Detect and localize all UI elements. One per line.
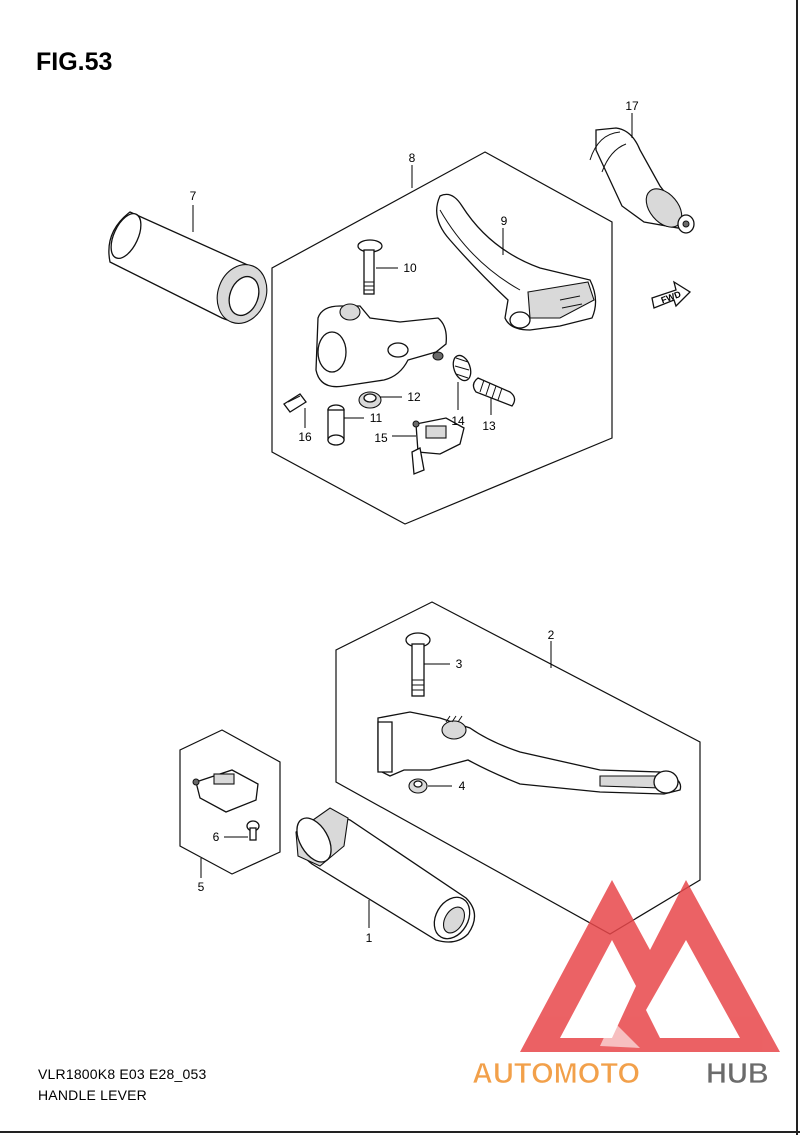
callout-12: 12 — [407, 390, 421, 404]
watermark-triangle-icon — [520, 880, 780, 1052]
callout-17: 17 — [625, 99, 639, 113]
part-9-clutch-lever — [436, 193, 597, 331]
part-11-collar — [327, 404, 345, 446]
callout-7: 7 — [190, 189, 197, 203]
callout-9: 9 — [501, 214, 508, 228]
group-outline-5 — [179, 729, 281, 875]
callout-10: 10 — [403, 261, 417, 275]
part-4-nut — [408, 778, 428, 794]
page-border-bottom — [0, 1131, 800, 1133]
callout-15: 15 — [374, 431, 388, 445]
figure-title: FIG.53 — [36, 48, 113, 76]
part-8-lever-bracket — [315, 303, 447, 388]
callout-11: 11 — [370, 411, 383, 425]
part-12-nut — [358, 391, 382, 409]
callout-3: 3 — [456, 657, 463, 671]
model-code: VLR1800K8 E03 E28_053 — [38, 1066, 207, 1082]
part-3-pivot-bolt — [405, 632, 431, 697]
group-outline-8 — [271, 151, 613, 525]
callout-16: 16 — [298, 430, 312, 444]
figure-name: HANDLE LEVER — [38, 1087, 147, 1103]
part-16-screw — [283, 393, 307, 413]
callout-8: 8 — [409, 151, 416, 165]
part-15-switch — [411, 417, 465, 475]
callout-2: 2 — [548, 628, 555, 642]
part-7-grip — [108, 211, 268, 324]
callout-6: 6 — [213, 830, 220, 844]
callout-4: 4 — [459, 779, 466, 793]
part-14-adjuster — [452, 354, 472, 382]
callout-labels: 7 8 9 10 12 11 14 13 15 16 17 2 — [190, 99, 639, 945]
callout-14: 14 — [451, 414, 465, 428]
watermark-text-gray: HUB — [706, 1058, 769, 1090]
callout-1: 1 — [366, 931, 373, 945]
part-10-bolt — [357, 239, 383, 295]
part-6-screw — [246, 820, 260, 841]
page-border-right — [796, 0, 798, 1135]
part-2-brake-lever — [377, 711, 682, 795]
callout-5: 5 — [198, 880, 205, 894]
part-1-throttle-grip — [295, 807, 476, 943]
part-5-switch — [192, 769, 259, 813]
watermark-text-orange: AUTOMOTO — [472, 1058, 640, 1090]
part-17-cable — [589, 127, 695, 234]
fwd-arrow-icon: FWD — [651, 280, 692, 309]
watermark-logo — [520, 880, 780, 1052]
part-13-screw — [472, 377, 516, 407]
watermark-text: AUTOMOTO HUB — [472, 1058, 770, 1091]
callout-13: 13 — [482, 419, 496, 433]
